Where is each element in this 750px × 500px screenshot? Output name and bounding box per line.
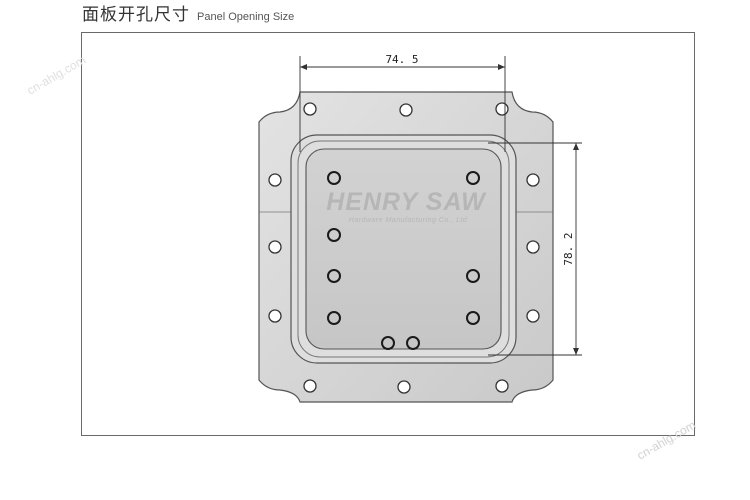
brand-watermark: HENRY SAW Hardware Manufacturing Co., Lt… — [326, 188, 487, 224]
mounting-hole — [399, 103, 413, 117]
watermark-brand: HENRY SAW — [326, 188, 487, 216]
mounting-hole — [268, 173, 282, 187]
heading-chinese: 面板开孔尺寸 — [82, 5, 190, 25]
rivet-hole — [381, 336, 395, 350]
width-dimension — [299, 56, 506, 152]
recess-floor — [305, 148, 502, 350]
watermark-tagline: Hardware Manufacturing Co., Ltd — [349, 217, 468, 224]
rivet-hole — [466, 311, 480, 325]
mounting-hole — [397, 380, 411, 394]
mounting-hole — [495, 379, 509, 393]
mounting-hole — [526, 240, 540, 254]
width-label: 74. 5 — [385, 53, 418, 66]
height-dimension — [488, 142, 582, 356]
drawing-frame — [81, 32, 695, 436]
rivet-hole — [466, 269, 480, 283]
rivet-hole — [406, 336, 420, 350]
side-watermark: cn-ahlg.com — [635, 418, 699, 463]
mounting-hole — [303, 102, 317, 116]
side-watermark: cn-ahlg.com — [25, 53, 89, 98]
mounting-hole — [268, 309, 282, 323]
rivet-hole — [327, 311, 341, 325]
rivet-holes — [327, 171, 480, 350]
mounting-hole — [526, 173, 540, 187]
mounting-hole — [526, 309, 540, 323]
page-heading: 面板开孔尺寸 Panel Opening Size — [82, 0, 295, 25]
mounting-hole — [303, 379, 317, 393]
rivet-hole — [327, 171, 341, 185]
rivet-hole — [327, 228, 341, 242]
rivet-hole — [327, 269, 341, 283]
recess-lip — [297, 140, 510, 358]
mounting-hole — [268, 240, 282, 254]
mounting-hole — [495, 102, 509, 116]
mounting-holes — [268, 102, 540, 394]
height-label: 78. 2 — [562, 232, 575, 265]
heading-english: Panel Opening Size — [197, 11, 295, 23]
rivet-hole — [466, 171, 480, 185]
